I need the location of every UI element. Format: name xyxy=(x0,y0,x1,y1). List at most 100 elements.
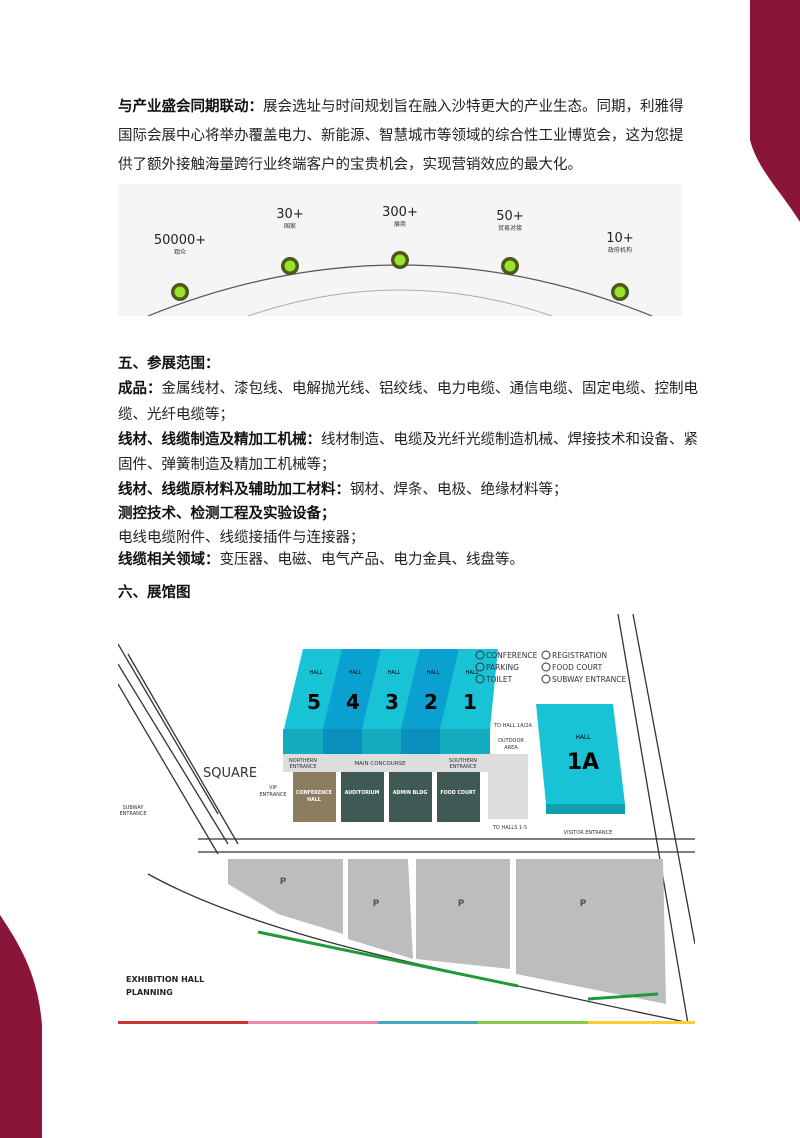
stat-label: 国家 xyxy=(284,222,296,230)
legend-item: FOOD COURT xyxy=(552,663,603,672)
scope-item: 线材、线缆制造及精加工机械：线材制造、电缆及光纤光缆制造机械、焊接技术和设备、紧 xyxy=(118,428,698,449)
stats-arc: 50000+观众 30+国家 300+展商 50+贸易对接 10+政府机构 xyxy=(147,205,653,317)
scope-item: 线材、线缆原材料及辅助加工材料：钢材、焊条、电极、绝缘材料等； xyxy=(118,478,568,499)
building xyxy=(437,772,480,822)
building-label: CONFERENCE xyxy=(296,790,332,796)
hall-caption: HALL xyxy=(388,670,401,676)
scope-item-title: 测控技术、检测工程及实验设备； xyxy=(118,506,336,522)
legend-item: PARKING xyxy=(486,663,519,672)
visitor-entrance-label: VISITOR ENTRANCE xyxy=(564,830,613,836)
corner-decoration-bottom-left xyxy=(0,915,42,1138)
stat-dot-center xyxy=(284,260,296,272)
building-label: ADMIN BLDG xyxy=(393,790,428,796)
scope-item-text: 钢材、焊条、电极、绝缘材料等； xyxy=(350,482,568,498)
legend-icon xyxy=(475,674,485,684)
stat-dot-center xyxy=(504,260,516,272)
scope-item: 电线电缆附件、线缆接插件与连接器； xyxy=(118,526,365,547)
hall-1a xyxy=(536,704,625,804)
outdoor-area-label: AREA xyxy=(504,745,518,751)
map-legend: CONFERENCEPARKINGTOILETREGISTRATIONFOOD … xyxy=(475,650,626,684)
parking-icon: P xyxy=(280,877,287,887)
main-concourse-label: MAIN CONCOURSE xyxy=(354,761,406,767)
legend-icon xyxy=(475,650,485,660)
intro-bold: 与产业盛会同期联动： xyxy=(118,99,263,115)
scope-item: 测控技术、检测工程及实验设备； xyxy=(118,502,336,523)
southern-entrance-label: ENTRANCE xyxy=(449,764,476,770)
section6-heading: 六、展馆图 xyxy=(118,585,191,601)
to-hall-1a-label: TO HALL 1A/2A xyxy=(493,723,532,729)
hall-caption: HALL xyxy=(349,670,362,676)
vip-entrance-label: VIP xyxy=(269,785,277,791)
scope-item-title: 成品： xyxy=(118,381,162,397)
hall-1a-caption: HALL xyxy=(575,734,591,741)
scope-item: 线缆相关领域：变压器、电磁、电气产品、电力金具、线盘等。 xyxy=(118,548,524,569)
scope-item-title: 线材、线缆制造及精加工机械： xyxy=(118,432,321,448)
parking-icon: P xyxy=(373,899,380,909)
square-label: SQUARE xyxy=(203,766,257,781)
building xyxy=(341,772,384,822)
legend-item: TOILET xyxy=(485,675,513,684)
stat-label: 贸易对接 xyxy=(498,224,522,232)
scope-item-text: 电线电缆附件、线缆接插件与连接器； xyxy=(118,530,365,546)
legend-icon xyxy=(541,650,551,660)
scope-item: 成品：金属线材、漆包线、电解抛光线、铝绞线、电力电缆、通信电缆、固定电缆、控制电 xyxy=(118,377,698,398)
intro-paragraph: 与产业盛会同期联动：展会选址与时间规划旨在融入沙特更大的产业生态。同期，利雅得国… xyxy=(118,93,688,180)
subway-entrance-label: SUBWAY xyxy=(123,805,145,811)
vip-entrance-label: ENTRANCE xyxy=(259,792,286,798)
stat-value: 50+ xyxy=(496,209,523,224)
hall-caption: HALL xyxy=(427,670,440,676)
stat-dot-center xyxy=(394,254,406,266)
hall-3 xyxy=(362,649,420,729)
stat-label: 观众 xyxy=(174,249,186,256)
hall-caption: HALL xyxy=(466,670,479,676)
to-halls-label: TO HALLS 1-5 xyxy=(492,825,527,831)
northern-entrance-label: NORTHERN xyxy=(289,758,317,764)
stat-dot-center xyxy=(614,286,626,298)
stats-graphic: 50000+观众 30+国家 300+展商 50+贸易对接 10+政府机构 xyxy=(118,184,682,317)
stat-value: 50000+ xyxy=(154,233,206,248)
corner-decoration-top-right xyxy=(750,0,800,222)
stat-value: 10+ xyxy=(606,231,633,246)
hall-front xyxy=(440,729,490,754)
stat-value: 300+ xyxy=(382,205,418,220)
stat-label: 展商 xyxy=(394,220,406,228)
subway-entrance-label: ENTRANCE xyxy=(119,811,146,817)
legend-icon xyxy=(475,662,485,672)
building-label: FOOD COURT xyxy=(440,790,476,796)
hall-5 xyxy=(284,649,342,729)
color-stripe xyxy=(118,1021,695,1024)
parking-icon: P xyxy=(458,899,465,909)
stat-label: 政府机构 xyxy=(608,246,632,254)
green-path xyxy=(257,930,519,988)
legend-icon xyxy=(541,662,551,672)
northern-entrance-label: ENTRANCE xyxy=(289,764,316,770)
stat-dot-center xyxy=(174,286,186,298)
scope-item-cont: 固件、弹簧制造及精加工机械等； xyxy=(118,457,336,473)
building xyxy=(389,772,432,822)
hall-number: 3 xyxy=(385,690,399,714)
southern-entrance-label: SOUTHERN xyxy=(449,758,477,764)
scope-item-text: 线材制造、电缆及光纤光缆制造机械、焊接技术和设备、紧 xyxy=(321,432,698,448)
section5-heading: 五、参展范围： xyxy=(118,356,220,372)
legend-icon xyxy=(541,674,551,684)
hall-number: 5 xyxy=(307,690,321,714)
legend-item: SUBWAY ENTRANCE xyxy=(552,675,626,684)
hall-number: 1 xyxy=(463,690,477,714)
hall-1a-label: 1A xyxy=(567,750,599,775)
map-title: PLANNING xyxy=(126,988,173,997)
map-title: EXHIBITION HALL xyxy=(126,975,204,984)
legend-item: REGISTRATION xyxy=(552,651,607,660)
building-label: AUDITORIUM xyxy=(345,790,380,796)
parking-lots xyxy=(228,859,666,1004)
scope-item-title: 线材、线缆原材料及辅助加工材料： xyxy=(118,482,350,498)
outdoor-area-label: OUTDOOR xyxy=(498,738,524,744)
parking-icon: P xyxy=(580,899,587,909)
hall-number: 4 xyxy=(346,690,360,714)
scope-item-cont: 缆、光纤电缆等； xyxy=(118,407,234,423)
green-path xyxy=(587,992,659,1001)
outdoor-area xyxy=(488,754,528,819)
main-concourse xyxy=(283,754,488,772)
stat-value: 30+ xyxy=(276,207,303,222)
scope-item-text: 变压器、电磁、电气产品、电力金具、线盘等。 xyxy=(219,552,525,568)
